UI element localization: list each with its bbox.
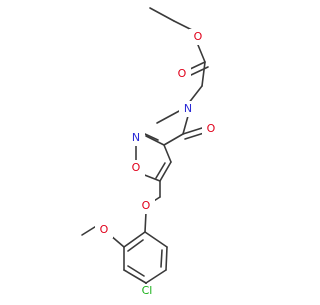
svg-text:O: O xyxy=(194,30,203,43)
atom-label-o-amide: O xyxy=(202,121,220,137)
svg-text:N: N xyxy=(132,131,140,144)
bond-ester-o-carbon xyxy=(197,44,206,63)
bond-amide-double-1 xyxy=(182,127,203,135)
atom-label-n-isoxazole: N xyxy=(127,130,145,146)
bond-benzene-double-2 xyxy=(127,265,145,277)
bond-benzene-double-1 xyxy=(160,249,163,268)
bond-n-methyl xyxy=(156,109,182,124)
bond-benzene-2 xyxy=(165,246,168,271)
svg-text:O: O xyxy=(132,161,141,174)
bond-n-amide-carbon xyxy=(182,115,189,135)
bond-benzene-1 xyxy=(144,231,168,248)
bond-ethyl-2 xyxy=(173,20,193,31)
atom-label-n-amide: N xyxy=(179,101,197,117)
svg-text:O: O xyxy=(142,199,151,212)
svg-text:Cl: Cl xyxy=(142,284,153,297)
bond-isoxazole-c3-n-double xyxy=(144,133,159,141)
atom-label-cl: Cl xyxy=(135,284,159,298)
bond-benzene-6 xyxy=(123,231,146,248)
svg-text:O: O xyxy=(100,223,109,236)
atom-label-o-isoxazole: O xyxy=(127,160,145,176)
svg-text:O: O xyxy=(207,122,216,135)
bond-benzene-4 xyxy=(123,269,147,284)
bond-isoxazole-c5-c4 xyxy=(159,161,172,182)
bond-carbonyl-ch2 xyxy=(201,61,206,87)
bond-ethyl-1 xyxy=(149,7,175,22)
bond-benzene-3 xyxy=(145,269,167,284)
bond-isoxazole-c4-c3 xyxy=(163,144,172,163)
svg-text:N: N xyxy=(184,102,192,115)
chemical-structure-diagram: O O N O N O O O xyxy=(81,7,220,298)
atom-label-o-ester-double: O xyxy=(173,66,191,82)
atom-label-o-ether: O xyxy=(137,198,155,214)
bond-benzene-double-3 xyxy=(127,239,144,252)
bond-amide-double-2 xyxy=(184,132,205,140)
bond-ether-o-benzene xyxy=(144,211,147,233)
bond-amide-isoxazole xyxy=(163,133,184,146)
svg-text:O: O xyxy=(178,67,187,80)
structure-canvas: O O N O N O O O xyxy=(81,7,220,298)
bond-carbonyl-double-2 xyxy=(190,66,209,76)
bond-isoxazole-c3-n xyxy=(145,135,165,146)
atom-label-o-ester-single: O xyxy=(189,29,207,45)
bond-isoxazole-c4-c5-double xyxy=(155,162,166,179)
atom-label-o-methoxy: O xyxy=(95,222,113,238)
